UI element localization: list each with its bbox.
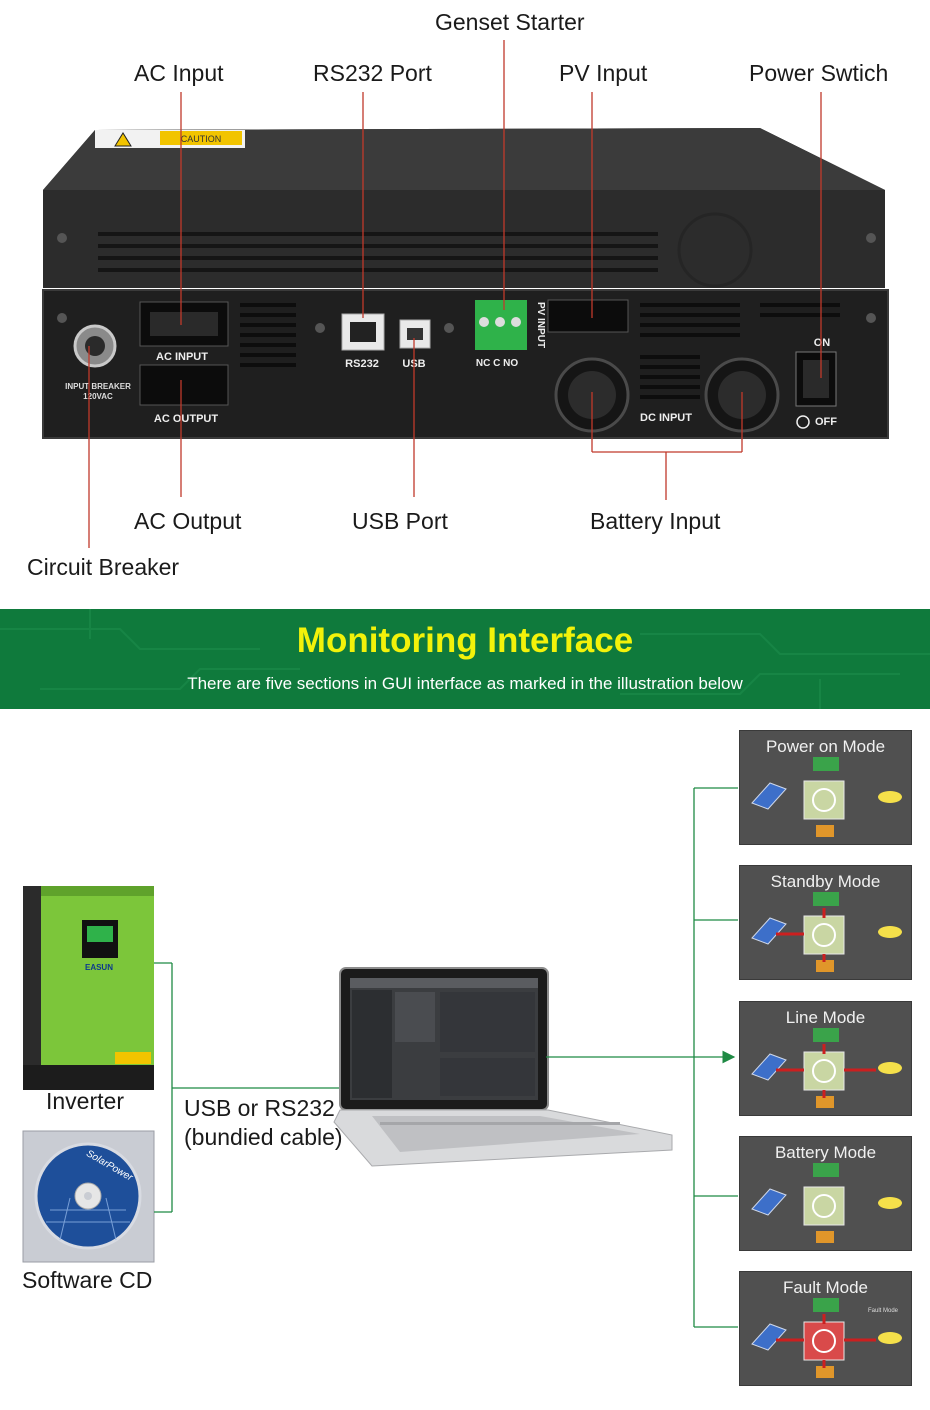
battery-icon xyxy=(816,960,834,972)
mode-title: Standby Mode xyxy=(770,872,881,891)
solar-panel-icon xyxy=(751,782,787,810)
mode-flow-diagram xyxy=(751,1163,902,1243)
software-cd-label: Software CD xyxy=(22,1267,153,1293)
battery-icon xyxy=(816,825,834,837)
connection-label-line1: USB or RS232 xyxy=(184,1095,335,1121)
callout-battery-input: Battery Input xyxy=(590,508,721,534)
mode-flow-diagram xyxy=(751,1028,902,1108)
svg-text:CAUTION: CAUTION xyxy=(181,134,222,144)
monitoring-diagram: EASUN SolarPower xyxy=(22,787,738,1328)
inverter-icon xyxy=(803,1051,845,1091)
connection-label-line2: (bundied cable) xyxy=(184,1124,343,1150)
bulb-icon xyxy=(878,791,902,803)
svg-text:NC C NO: NC C NO xyxy=(476,358,518,369)
callout-power-switch: Power Swtich xyxy=(749,60,889,86)
mode-card-battery: Battery Mode xyxy=(739,1136,912,1251)
callout-lines xyxy=(88,40,822,548)
bulb-icon xyxy=(878,1197,902,1209)
svg-text:OFF: OFF xyxy=(815,416,837,428)
svg-text:RS232: RS232 xyxy=(345,358,379,370)
callout-genset-starter: Genset Starter xyxy=(435,9,585,35)
software-cd-illustration: SolarPower xyxy=(22,1130,155,1263)
mode-flow-diagram xyxy=(751,892,902,972)
svg-text:DC INPUT: DC INPUT xyxy=(640,412,692,424)
callout-rs232-port: RS232 Port xyxy=(313,60,432,86)
banner-title: Monitoring Interface xyxy=(296,621,634,660)
bulb-icon xyxy=(878,1062,902,1074)
mode-title: Line Mode xyxy=(785,1008,866,1027)
battery-icon xyxy=(816,1231,834,1243)
svg-text:EASUN: EASUN xyxy=(85,963,113,972)
mode-card-power_on: Power on Mode xyxy=(739,730,912,845)
inverter-icon xyxy=(803,1321,845,1361)
mode-flow-diagram xyxy=(751,757,902,837)
solar-panel-icon xyxy=(751,1323,787,1351)
mode-card-standby: Standby Mode xyxy=(739,865,912,980)
laptop-illustration xyxy=(333,967,673,1167)
mode-flow-diagram: Fault Mode xyxy=(751,1298,902,1378)
svg-text:AC INPUT: AC INPUT xyxy=(156,351,208,363)
pv-input-terminal xyxy=(547,299,629,333)
banner-subtitle: There are five sections in GUI interface… xyxy=(187,674,743,693)
grid-icon xyxy=(813,1298,839,1312)
mode-card-line: Line Mode xyxy=(739,1001,912,1116)
inverter-icon xyxy=(803,780,845,820)
ac-output-terminal xyxy=(139,364,229,406)
inverter-back-panel-illustration: CAUTION INPUT BREAKER 120VAC AC INPUT AC… xyxy=(42,40,889,548)
svg-text:PV INPUT: PV INPUT xyxy=(535,302,546,348)
callout-circuit-breaker: Circuit Breaker xyxy=(27,554,180,580)
device-connector-lines xyxy=(154,962,356,1213)
battery-icon xyxy=(816,1096,834,1108)
top-vents xyxy=(98,232,658,272)
monitoring-interface-banner: Monitoring Interface There are five sect… xyxy=(0,609,930,709)
grid-icon xyxy=(813,757,839,771)
solar-panel-icon xyxy=(751,1053,787,1081)
bulb-icon xyxy=(878,926,902,938)
svg-text:ON: ON xyxy=(814,337,831,349)
inverter-icon xyxy=(803,915,845,955)
inverter-unit-illustration: EASUN xyxy=(23,886,154,1090)
grid-icon xyxy=(813,1028,839,1042)
mode-connector-lines xyxy=(546,787,738,1328)
svg-text:INPUT BREAKER: INPUT BREAKER xyxy=(65,382,131,391)
svg-text:120VAC: 120VAC xyxy=(83,392,113,401)
callout-ac-output: AC Output xyxy=(134,508,242,534)
callout-ac-input: AC Input xyxy=(134,60,224,86)
battery-icon xyxy=(816,1366,834,1378)
grid-icon xyxy=(813,1163,839,1177)
mode-title: Power on Mode xyxy=(765,737,886,756)
inverter-label: Inverter xyxy=(46,1088,124,1114)
fault-small-text: Fault Mode xyxy=(868,1308,899,1314)
bulb-icon xyxy=(878,1332,902,1344)
solar-panel-icon xyxy=(751,1188,787,1216)
grid-icon xyxy=(813,892,839,906)
inverter-icon xyxy=(803,1186,845,1226)
mode-title: Battery Mode xyxy=(774,1143,877,1162)
mode-title: Fault Mode xyxy=(782,1278,869,1297)
svg-text:AC OUTPUT: AC OUTPUT xyxy=(154,413,218,425)
callout-pv-input: PV Input xyxy=(559,60,648,86)
banner-circuit-pattern xyxy=(0,609,930,709)
callout-usb-port: USB Port xyxy=(352,508,448,534)
solar-panel-icon xyxy=(751,917,787,945)
